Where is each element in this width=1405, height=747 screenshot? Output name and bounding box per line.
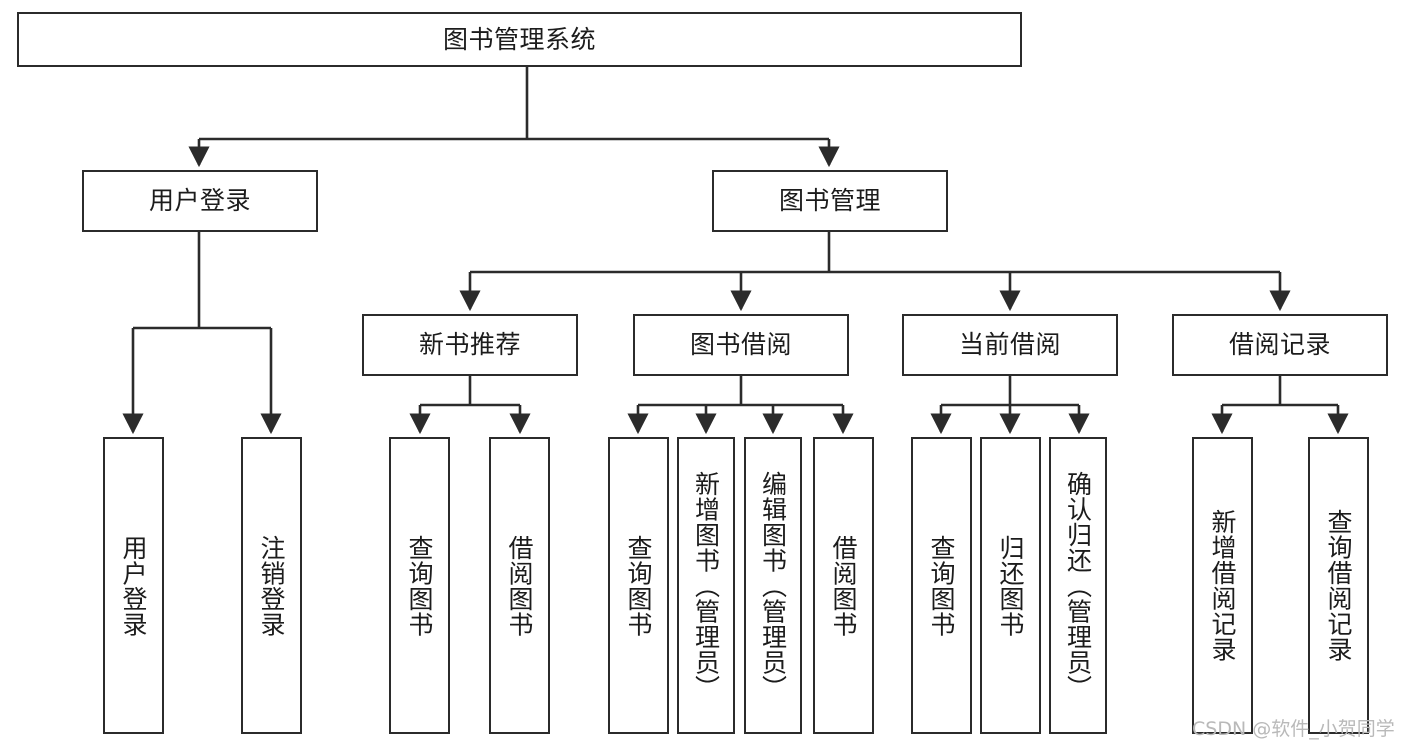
node-leaf-confirm-return[interactable]: 确认归还（管理员）	[1049, 437, 1107, 734]
node-leaf-borrow-book-2-label: 借阅图书	[829, 534, 858, 637]
node-leaf-add-record-label: 新增借阅记录	[1208, 509, 1237, 662]
node-leaf-borrow-book-1-label: 借阅图书	[505, 534, 534, 637]
node-new-book-rec-label: 新书推荐	[418, 330, 521, 359]
node-leaf-query-record[interactable]: 查询借阅记录	[1308, 437, 1369, 734]
node-root[interactable]: 图书管理系统	[17, 12, 1022, 67]
node-leaf-query-book-1[interactable]: 查询图书	[389, 437, 450, 734]
node-leaf-borrow-book-2[interactable]: 借阅图书	[813, 437, 874, 734]
node-book-borrow[interactable]: 图书借阅	[633, 314, 849, 376]
node-leaf-borrow-book-1[interactable]: 借阅图书	[489, 437, 550, 734]
node-leaf-query-book-2-label: 查询图书	[624, 534, 653, 637]
node-leaf-add-book[interactable]: 新增图书（管理员）	[677, 437, 735, 734]
node-borrow-record-label: 借阅记录	[1228, 330, 1331, 359]
node-borrow-record[interactable]: 借阅记录	[1172, 314, 1388, 376]
node-leaf-query-book-1-label: 查询图书	[405, 534, 434, 637]
node-leaf-query-book-3[interactable]: 查询图书	[911, 437, 972, 734]
node-leaf-logout-label: 注销登录	[257, 534, 286, 637]
node-user-login[interactable]: 用户登录	[82, 170, 318, 232]
node-leaf-edit-book[interactable]: 编辑图书（管理员）	[744, 437, 802, 734]
node-current-borrow[interactable]: 当前借阅	[902, 314, 1118, 376]
node-new-book-rec[interactable]: 新书推荐	[362, 314, 578, 376]
node-root-label: 图书管理系统	[442, 24, 596, 54]
node-leaf-return-book[interactable]: 归还图书	[980, 437, 1041, 734]
node-leaf-query-book-3-label: 查询图书	[927, 534, 956, 637]
node-book-manage[interactable]: 图书管理	[712, 170, 948, 232]
node-leaf-confirm-return-label: 确认归还（管理员）	[1063, 470, 1093, 701]
node-leaf-edit-book-label: 编辑图书（管理员）	[758, 470, 788, 701]
node-leaf-query-record-label: 查询借阅记录	[1324, 509, 1353, 662]
node-leaf-query-book-2[interactable]: 查询图书	[608, 437, 669, 734]
node-leaf-add-record[interactable]: 新增借阅记录	[1192, 437, 1253, 734]
node-leaf-add-book-label: 新增图书（管理员）	[691, 470, 721, 701]
node-leaf-user-login-label: 用户登录	[119, 534, 148, 637]
node-leaf-logout[interactable]: 注销登录	[241, 437, 302, 734]
node-book-borrow-label: 图书借阅	[689, 330, 792, 359]
csdn-watermark: CSDN @软件_小贺同学	[1192, 718, 1395, 740]
node-current-borrow-label: 当前借阅	[958, 330, 1061, 359]
node-leaf-user-login[interactable]: 用户登录	[103, 437, 164, 734]
node-user-login-label: 用户登录	[148, 186, 251, 215]
node-leaf-return-book-label: 归还图书	[996, 534, 1025, 637]
node-book-manage-label: 图书管理	[778, 186, 881, 215]
